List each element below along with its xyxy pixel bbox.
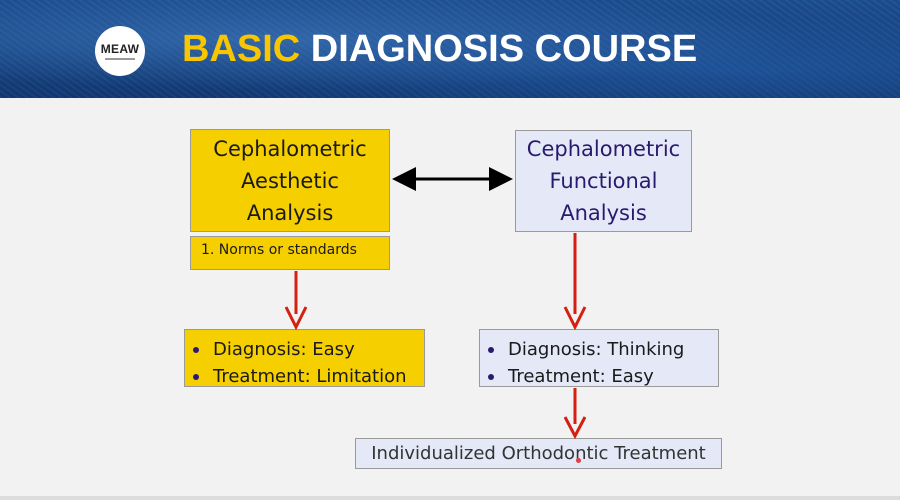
- page-title: BASIC DIAGNOSIS COURSE: [182, 24, 697, 74]
- list-item: Treatment: Easy: [488, 363, 718, 390]
- bullet-icon: [193, 373, 199, 380]
- list-item-text: Diagnosis: Easy: [213, 339, 355, 360]
- arrow-final-down: [563, 388, 587, 440]
- norms-note-text: 1. Norms or standards: [201, 242, 357, 258]
- title-rest: DIAGNOSIS COURSE: [310, 28, 698, 70]
- list-item-text: Diagnosis: Thinking: [508, 339, 685, 360]
- list-item: Diagnosis: Easy: [193, 336, 424, 363]
- list-item: Diagnosis: Thinking: [488, 336, 718, 363]
- list-item: Treatment: Limitation: [193, 363, 424, 390]
- arrow-functional-down: [563, 233, 587, 331]
- bullet-icon: [488, 346, 494, 353]
- aesthetic-line1: Cephalometric: [213, 136, 367, 161]
- arrow-aesthetic-down: [284, 271, 308, 331]
- functional-analysis-box: Cephalometric Functional Analysis: [515, 130, 692, 232]
- aesthetic-line2: Aesthetic: [241, 168, 339, 193]
- bullet-icon: [488, 373, 494, 380]
- functional-results-list: Diagnosis: Thinking Treatment: Easy: [480, 330, 718, 390]
- functional-line1: Cephalometric: [526, 137, 681, 161]
- bullet-icon: [193, 346, 199, 353]
- logo-underline: [105, 58, 135, 60]
- list-item-text: Treatment: Limitation: [213, 366, 407, 387]
- logo-text: MEAW: [100, 42, 140, 56]
- functional-line3: Analysis: [560, 201, 647, 225]
- bottom-divider: [0, 496, 900, 500]
- functional-line2: Functional: [549, 169, 658, 193]
- final-treatment-text: Individualized Orthodontic Treatment: [371, 443, 706, 464]
- header-banner: MEAW BASIC DIAGNOSIS COURSE: [0, 0, 900, 98]
- functional-results-box: Diagnosis: Thinking Treatment: Easy: [479, 329, 719, 387]
- final-treatment-box: Individualized Orthodontic Treatment: [355, 438, 722, 469]
- aesthetic-results-list: Diagnosis: Easy Treatment: Limitation: [185, 330, 424, 390]
- aesthetic-line3: Analysis: [246, 200, 334, 225]
- pointer-dot: [576, 458, 581, 463]
- norms-note-box: 1. Norms or standards: [190, 236, 390, 270]
- aesthetic-analysis-box: Cephalometric Aesthetic Analysis: [190, 129, 390, 232]
- list-item-text: Treatment: Easy: [508, 366, 654, 387]
- meaw-logo: MEAW: [95, 26, 145, 76]
- title-highlight: BASIC: [182, 28, 301, 70]
- aesthetic-results-box: Diagnosis: Easy Treatment: Limitation: [184, 329, 425, 387]
